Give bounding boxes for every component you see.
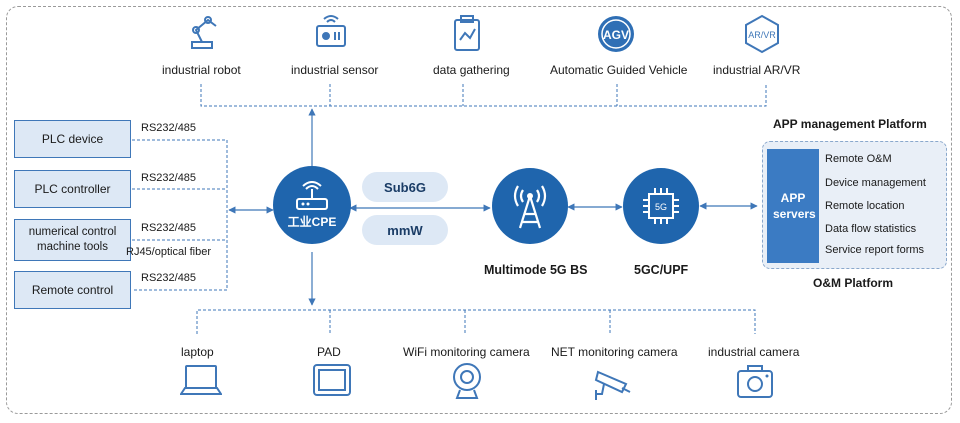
top-device-label-sensor: industrial sensor (291, 63, 379, 77)
bottom-device-label-laptop: laptop (181, 345, 214, 359)
app-servers-label: APP servers (773, 191, 816, 221)
platform-item: Device management (825, 177, 926, 189)
arvr-badge-icon: AR/VR (742, 14, 782, 59)
cnc-machine-box: numerical control machine tools (14, 219, 131, 261)
antenna-tower-icon (513, 185, 547, 229)
link-label-plc-device: RS232/485 (141, 122, 197, 134)
cnc-machine-label: numerical control machine tools (28, 226, 117, 253)
link-label-plc-controller: RS232/485 (141, 172, 197, 184)
plc-device-label: PLC device (41, 131, 104, 146)
diagram-frame (6, 6, 952, 414)
cpe-label: 工业CPE (287, 214, 337, 229)
remote-control-box: Remote control (14, 271, 131, 309)
plc-controller-box: PLC controller (14, 170, 131, 208)
cctv-camera-icon (592, 364, 634, 409)
data-clipboard-icon (452, 14, 482, 57)
bottom-device-label-pad: PAD (317, 345, 341, 359)
sub6g-label: Sub6G (384, 179, 426, 195)
agv-badge-icon: AGV (596, 14, 636, 59)
platform-title-bottom: O&M Platform (813, 276, 894, 290)
cpe-node: 工业CPE (273, 166, 351, 244)
chip-text: 5G (655, 202, 667, 212)
bottom-device-label-wifi-cam: WiFi monitoring camera (403, 345, 530, 359)
top-device-label-agv: Automatic Guided Vehicle (550, 63, 688, 77)
platform-item: Service report forms (825, 244, 925, 256)
bottom-device-label-net-cam: NET monitoring camera (551, 345, 678, 359)
webcam-icon (450, 361, 484, 406)
chip-icon: 5G (643, 188, 679, 224)
tablet-icon (312, 362, 352, 403)
top-device-label-data: data gathering (433, 63, 510, 77)
laptop-icon (179, 362, 223, 405)
plc-controller-label: PLC controller (34, 181, 111, 196)
base-station-node (492, 168, 568, 244)
agv-icon-text: AGV (603, 28, 629, 42)
platform-item: Remote O&M (825, 153, 892, 165)
app-servers-block: APP servers (767, 149, 819, 263)
sensor-icon (313, 14, 349, 55)
mmw-pill: mmW (362, 215, 448, 245)
platform-item: Data flow statistics (825, 223, 917, 235)
remote-control-label: Remote control (31, 282, 114, 297)
sub6g-pill: Sub6G (362, 172, 448, 202)
bottom-device-label-ind-cam: industrial camera (708, 345, 800, 359)
robot-arm-icon (186, 14, 220, 55)
base-station-label: Multimode 5G BS (484, 263, 588, 277)
top-device-label-arvr: industrial AR/VR (713, 63, 801, 77)
link-label-cnc: RS232/485 (141, 222, 197, 234)
platform-title-top: APP management Platform (773, 117, 927, 131)
router-icon (296, 180, 328, 210)
platform-item: Remote location (825, 200, 905, 212)
camera-icon (736, 364, 774, 405)
link-label-cnc-rj45: RJ45/optical fiber (126, 246, 211, 258)
mmw-label: mmW (387, 222, 423, 238)
plc-device-box: PLC device (14, 120, 131, 158)
core-label: 5GC/UPF (634, 263, 689, 277)
link-label-remote: RS232/485 (141, 272, 197, 284)
arvr-icon-text: AR/VR (748, 30, 776, 40)
core-node: 5G (623, 168, 699, 244)
top-device-label-robot: industrial robot (162, 63, 241, 77)
